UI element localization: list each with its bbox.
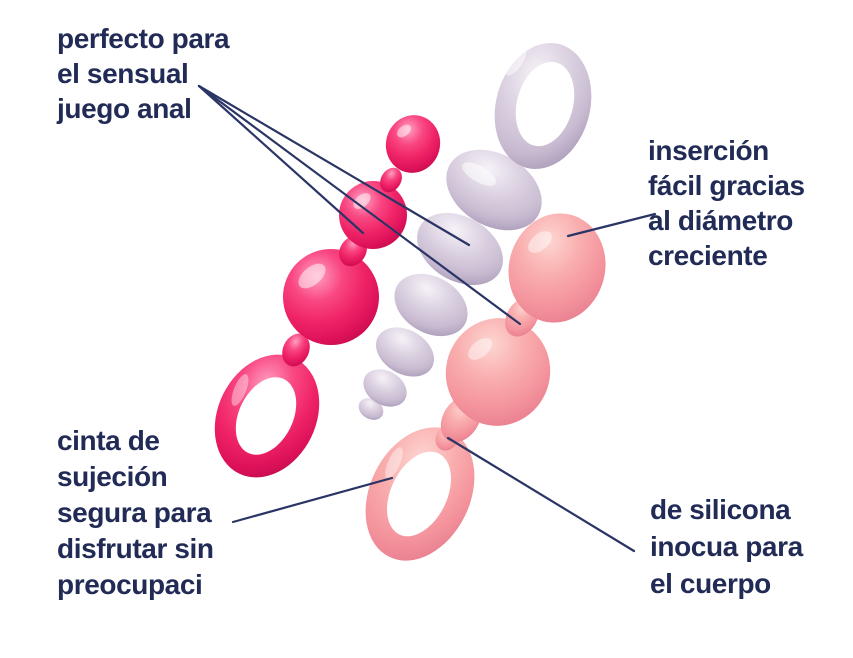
bead-large — [283, 249, 379, 345]
spiral-plug-graphic — [358, 42, 592, 420]
label-line: fácil gracias — [648, 170, 805, 201]
label-easy-insertion: inserción fácil gracias al diámetro crec… — [648, 133, 805, 273]
bulb-plug-graphic — [365, 213, 606, 561]
label-line: inserción — [648, 135, 769, 166]
beaded-ring-hole — [235, 377, 297, 455]
label-line: inocua para — [650, 531, 803, 562]
connector-silicone-to-neck — [446, 436, 636, 553]
spiral-segment — [394, 273, 468, 337]
gloss-highlight — [231, 374, 249, 406]
bead-small — [385, 115, 441, 173]
spiral-ring-hole — [515, 61, 575, 147]
connector-band-to-ring — [231, 476, 394, 524]
bulb-ring-hole — [387, 451, 451, 537]
gloss-highlight — [528, 231, 552, 253]
spiral-segment — [375, 327, 435, 377]
beaded-neck — [282, 333, 310, 367]
connector-sensual-to-spiral-plug — [197, 84, 471, 247]
label-line: perfecto para — [57, 23, 230, 54]
beaded-neck — [380, 167, 402, 193]
gloss-highlight — [298, 263, 326, 289]
label-line: segura para — [57, 497, 212, 528]
connector-insertion-to-bulb — [566, 212, 657, 238]
label-line: sujeción — [57, 461, 168, 492]
gloss-highlight — [397, 124, 411, 138]
connector-sensual-to-beaded-plug — [197, 84, 365, 235]
label-line: creciente — [648, 240, 768, 271]
bulb-large — [445, 318, 551, 426]
label-line: cinta de — [57, 425, 160, 456]
spiral-segment — [417, 212, 503, 286]
label-line: de silicona — [650, 494, 791, 525]
label-line: juego anal — [57, 93, 192, 124]
label-body-safe: de silicona inocua para el cuerpo — [650, 491, 803, 602]
gloss-highlight — [505, 48, 527, 76]
label-line: el sensual — [57, 58, 189, 89]
gloss-highlight — [468, 338, 492, 360]
connector-sensual-to-bulb-plug — [197, 84, 522, 326]
connector-lines — [197, 84, 657, 553]
label-line: preocupaci — [57, 569, 203, 600]
bulb-top — [508, 213, 606, 323]
label-line: al diámetro — [648, 205, 793, 236]
gloss-highlight — [385, 447, 403, 479]
label-line: disfrutar sin — [57, 533, 214, 564]
label-sensual-play: perfecto para el sensual juego anal — [57, 21, 230, 126]
label-secure-band: cinta de sujeción segura para disfrutar … — [57, 423, 214, 603]
spiral-tip — [358, 398, 384, 420]
gloss-highlight — [462, 162, 496, 186]
label-line: el cuerpo — [650, 568, 771, 599]
spiral-segment — [363, 369, 407, 407]
